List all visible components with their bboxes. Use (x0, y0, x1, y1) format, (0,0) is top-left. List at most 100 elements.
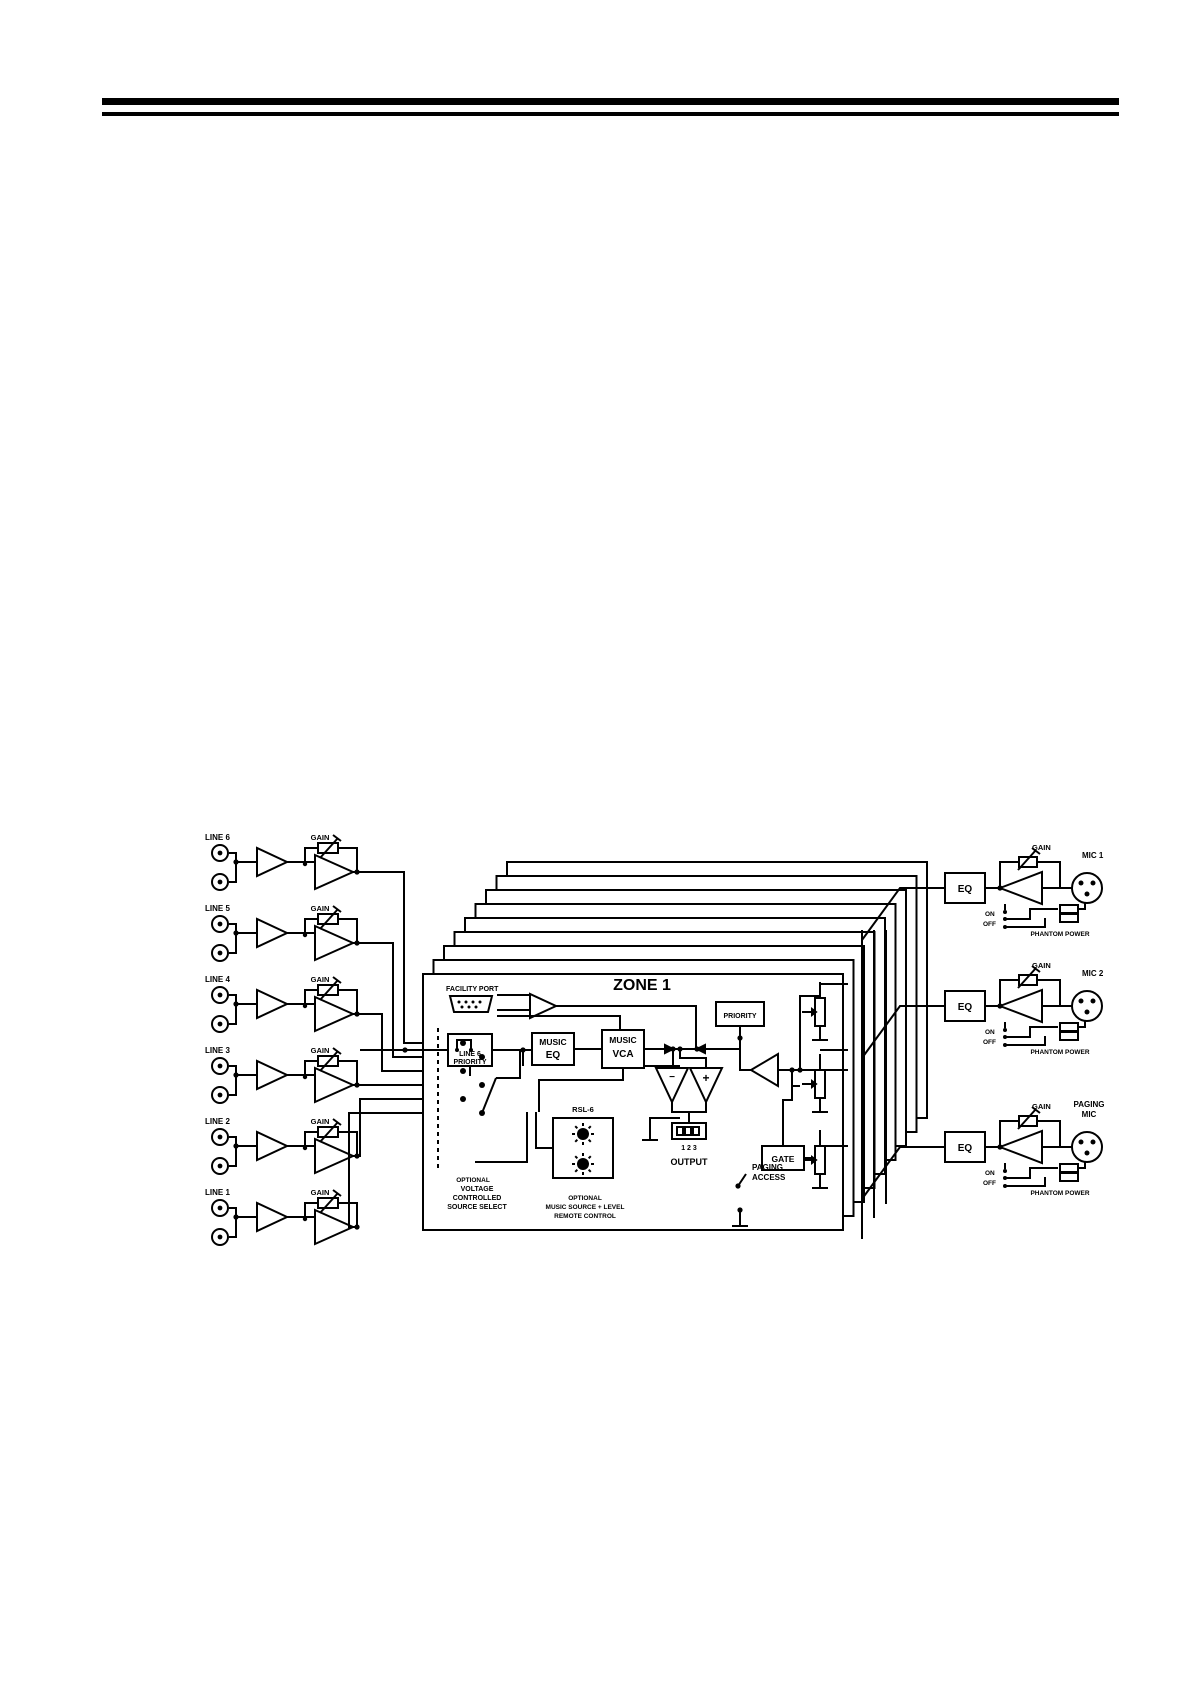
junction-dot (479, 1082, 485, 1088)
knob-tick (574, 1155, 579, 1160)
buffer-amp (256, 917, 290, 949)
output-pin (692, 1126, 700, 1136)
phantom-resistor (1059, 1022, 1079, 1032)
line-input-label: LINE 3 (205, 1046, 230, 1055)
xlr-pin (1078, 1139, 1084, 1145)
channel-output-dot (354, 1082, 360, 1088)
jack-join (229, 852, 237, 883)
gain-pot-arrow (319, 1192, 339, 1214)
zone-title: ZONE 1 (613, 977, 671, 994)
mic-label: MIC 1 (1082, 851, 1104, 860)
mic-gain-tick (1031, 1106, 1041, 1114)
junction-dot (694, 1046, 700, 1052)
mic-preamp (997, 988, 1043, 1024)
knob-tick (587, 1138, 592, 1143)
junction-dot (670, 1046, 676, 1052)
xlr-pin (1084, 891, 1090, 897)
jack-center (217, 879, 223, 885)
gain-pot-arrow (319, 1121, 339, 1143)
jack-join-dot (233, 1072, 239, 1078)
gain-amp (314, 1208, 356, 1246)
junction-dots (217, 850, 1096, 1240)
jack-center (217, 1234, 223, 1240)
jack-center (217, 1092, 223, 1098)
gain-label: GAIN (311, 904, 330, 913)
mic-label: MIC (1082, 1110, 1097, 1119)
block-label: VCA (612, 1049, 633, 1060)
phantom-wire (1005, 1167, 1058, 1179)
wire (782, 1086, 793, 1146)
remote-label: MUSIC SOURCE + LEVEL (546, 1204, 625, 1211)
junction-dot (1003, 1184, 1007, 1188)
buffer-amp (256, 988, 290, 1020)
block-label: PRIORITY (453, 1059, 486, 1066)
gain-pot-tick (332, 976, 342, 984)
wire (556, 1005, 697, 1050)
gain-amp (314, 1137, 356, 1175)
knob-tick (574, 1125, 579, 1130)
rsl6-label: RSL-6 (572, 1105, 594, 1114)
jack-join (229, 923, 237, 954)
header-rule-thin (102, 112, 1119, 116)
channel-output-dot (354, 1011, 360, 1017)
junction-dot (520, 1047, 526, 1053)
knob-tick (574, 1138, 579, 1143)
phantom-resistor (1059, 1031, 1079, 1041)
phantom-wire (1005, 1177, 1046, 1187)
buffer-amp (256, 1130, 290, 1162)
jack-join-dot (233, 1143, 239, 1149)
mic-gain-arrow (1017, 967, 1037, 989)
arrow-head (811, 1007, 818, 1017)
arrow-head (811, 1079, 818, 1089)
mic-gain-tick (1031, 965, 1041, 973)
mic-gain-arrow (1017, 849, 1037, 871)
jack-center (217, 1134, 223, 1140)
xlr-connector (1071, 990, 1103, 1022)
priority-block (715, 1001, 765, 1027)
rsl6-knob (577, 1158, 589, 1170)
block-label: GATE (772, 1154, 795, 1164)
phantom-power-label: PHANTOM POWER (1030, 1049, 1089, 1056)
phantom-wire (1078, 1162, 1086, 1169)
junction-dot (677, 1046, 683, 1052)
gain-pot-arrow (319, 979, 339, 1001)
jack-center (217, 992, 223, 998)
junction-dot (789, 1067, 795, 1073)
gain-node (302, 1074, 308, 1080)
port-pin (478, 1000, 482, 1004)
wire (475, 1112, 528, 1163)
junction-dot (455, 1048, 459, 1052)
arrow-head (664, 1043, 676, 1055)
gain-amp (314, 853, 356, 891)
jack-join-dot (233, 1214, 239, 1220)
phantom-power-label: PHANTOM POWER (1030, 1190, 1089, 1197)
wire (799, 983, 848, 1070)
line-input-label: LINE 5 (205, 904, 230, 913)
gain-amp (314, 995, 356, 1033)
xlr-pin (1084, 1009, 1090, 1015)
junction-dot (1003, 917, 1007, 921)
mic-gain-resistor (1018, 1115, 1038, 1127)
jack-join (229, 994, 237, 1025)
xlr-pin (1090, 998, 1096, 1004)
line-input-label: LINE 2 (205, 1117, 230, 1126)
junction-dot (1003, 1043, 1007, 1047)
jack-join (229, 1065, 237, 1096)
mic-gain-label: GAIN (1032, 961, 1051, 970)
phantom-resistor (1059, 913, 1079, 923)
rsl6-knob (577, 1128, 589, 1140)
junction-dot (1003, 1035, 1007, 1039)
facility-port-label: FACILITY PORT (446, 986, 499, 993)
junction-dot (997, 885, 1003, 891)
phantom-wire (1005, 1026, 1058, 1038)
junction-dot (460, 1096, 466, 1102)
wire (535, 1112, 553, 1149)
port-pin (460, 1005, 464, 1009)
phantom-power-label: PHANTOM POWER (1030, 931, 1089, 938)
junction-dot (737, 1035, 743, 1041)
phantom-wire (1078, 903, 1086, 910)
output-pin (676, 1126, 684, 1136)
channel-output-dot (354, 1224, 360, 1230)
gain-node (302, 861, 308, 867)
